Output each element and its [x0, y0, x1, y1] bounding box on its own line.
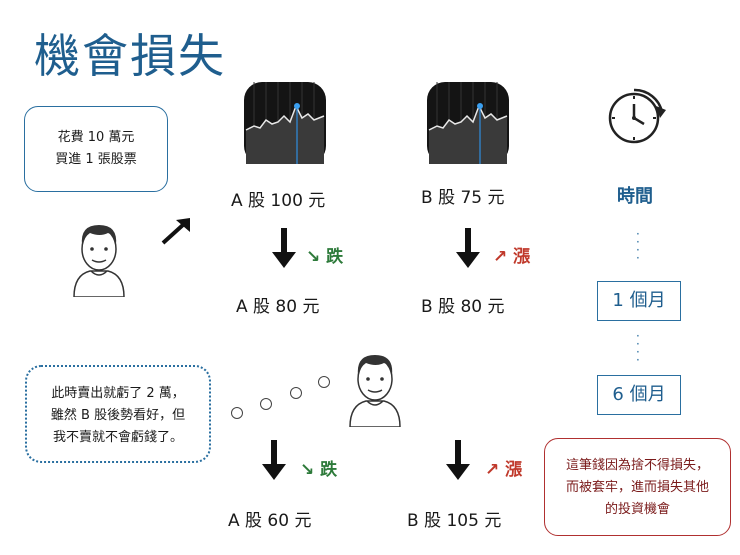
page-title: 機會損失	[34, 29, 226, 83]
month-6-box: 6 個月	[597, 375, 681, 415]
note-regret-line1: 此時賣出就虧了 2 萬，	[51, 386, 185, 401]
stock-a-start-price: A 股 100 元	[231, 191, 326, 211]
trend-up-b-2: ↗ 漲	[485, 460, 523, 480]
thought-bubble	[290, 387, 302, 399]
thought-bubble	[318, 376, 330, 388]
clock-icon	[608, 88, 666, 144]
month-1-box: 1 個月	[597, 281, 681, 321]
arrow-down-icon	[262, 440, 286, 480]
trend-up-b: ↗ 漲	[493, 247, 531, 267]
time-label: 時間	[617, 186, 653, 207]
note-regret: 此時賣出就虧了 2 萬， 雖然 B 股後勢看好，但 我不賣就不會虧錢了。	[25, 365, 211, 463]
person-icon	[73, 225, 125, 297]
note-conclusion-line3: 的投資機會	[604, 502, 670, 517]
stock-chart-icon-a	[244, 82, 326, 164]
person-icon	[349, 355, 401, 427]
arrow-down-icon	[272, 228, 296, 268]
stock-chart-icon-b	[427, 82, 509, 164]
note-conclusion-line2: 而被套牢，進而損失其他	[565, 480, 709, 495]
stock-a-end-price: A 股 60 元	[228, 511, 312, 531]
note-buy-line2: 買進 1 張股票	[55, 152, 137, 167]
note-regret-line2: 雖然 B 股後勢看好，但	[50, 408, 186, 423]
trend-down-a: ↘ 跌	[306, 247, 344, 267]
note-conclusion: 這筆錢因為捨不得損失， 而被套牢，進而損失其他 的投資機會	[544, 438, 731, 536]
stock-a-mid-price: A 股 80 元	[236, 297, 320, 317]
thought-bubble	[231, 407, 243, 419]
note-regret-line3: 我不賣就不會虧錢了。	[52, 430, 183, 445]
stock-b-end-price: B 股 105 元	[407, 511, 502, 531]
note-conclusion-line1: 這筆錢因為捨不得損失，	[565, 458, 709, 473]
timeline-dots: ····	[636, 227, 640, 265]
arrow-down-icon	[456, 228, 480, 268]
timeline-dots: ····	[636, 329, 640, 367]
stock-b-mid-price: B 股 80 元	[421, 297, 505, 317]
stock-b-start-price: B 股 75 元	[421, 188, 505, 208]
note-buy-line1: 花費 10 萬元	[57, 130, 135, 145]
note-buy: 花費 10 萬元 買進 1 張股票	[24, 106, 168, 192]
arrow-up-right-icon	[161, 218, 190, 245]
arrow-down-icon	[446, 440, 470, 480]
trend-down-a-2: ↘ 跌	[300, 460, 338, 480]
thought-bubble	[260, 398, 272, 410]
